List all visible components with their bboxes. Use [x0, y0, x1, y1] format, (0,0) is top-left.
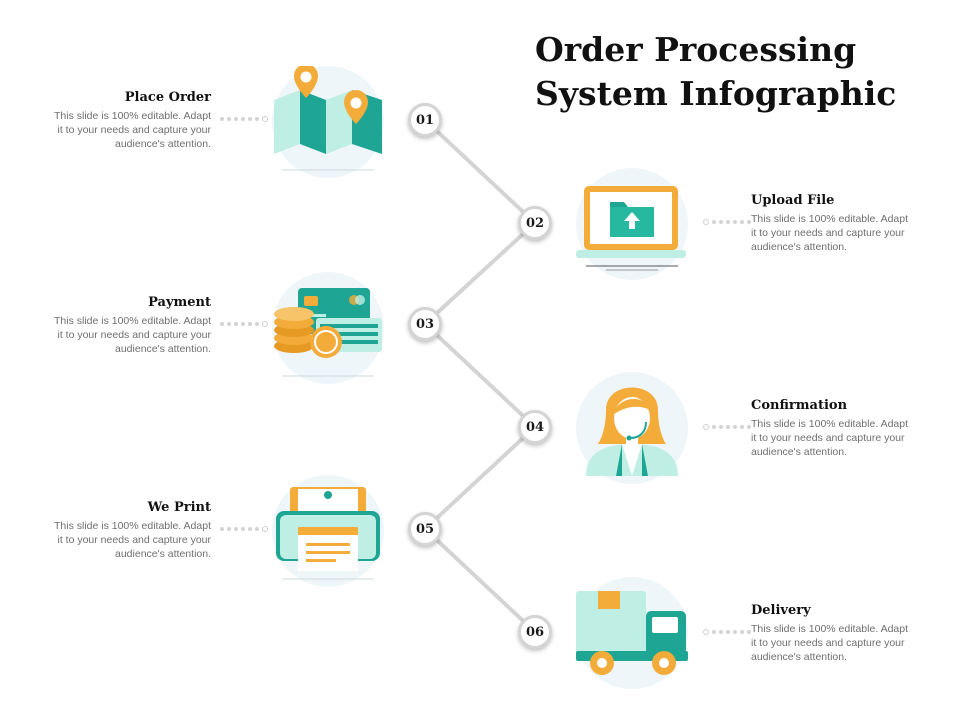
step-02-text: Upload File This slide is 100% editable.…: [751, 193, 916, 254]
step-05-icon: [272, 475, 384, 587]
step-badge-02: 02: [518, 206, 552, 240]
step-03-desc: This slide is 100% editable. Adapt it to…: [53, 315, 211, 355]
step-01-desc: This slide is 100% editable. Adapt it to…: [53, 110, 211, 150]
step-badge-05: 05: [408, 512, 442, 546]
step-05-title: We Print: [147, 500, 211, 515]
title-line-1: Order Processing: [535, 30, 857, 69]
payment-coins-icon: [274, 288, 382, 377]
page-title: Order Processing System Infographic: [535, 28, 935, 116]
step-06-desc: This slide is 100% editable. Adapt it to…: [751, 623, 909, 663]
delivery-truck-icon: [576, 591, 688, 675]
step-04-desc: This slide is 100% editable. Adapt it to…: [751, 418, 909, 458]
step-01-title: Place Order: [124, 90, 211, 105]
step-badge-03: 03: [408, 307, 442, 341]
step-03-text: Payment This slide is 100% editable. Ada…: [46, 295, 211, 356]
step-03-dots: [220, 321, 268, 327]
step-01-text: Place Order This slide is 100% editable.…: [46, 90, 211, 151]
step-06-title: Delivery: [751, 603, 811, 618]
step-05-desc: This slide is 100% editable. Adapt it to…: [53, 520, 211, 560]
step-01-dots: [220, 116, 268, 122]
step-01-icon: [272, 66, 384, 178]
step-05-text: We Print This slide is 100% editable. Ad…: [46, 500, 211, 561]
step-02-dots: [703, 219, 751, 225]
step-04-dots: [703, 424, 751, 430]
step-03-icon: [272, 272, 384, 384]
step-badge-06: 06: [518, 615, 552, 649]
support-agent-icon: [586, 387, 678, 476]
title-line-2: System Infographic: [535, 74, 897, 113]
step-06-dots: [703, 629, 751, 635]
step-badge-04: 04: [518, 410, 552, 444]
step-03-title: Payment: [148, 295, 211, 310]
step-04-text: Confirmation This slide is 100% editable…: [751, 398, 916, 459]
step-badge-01: 01: [408, 103, 442, 137]
step-02-icon: [576, 168, 688, 280]
step-06-icon: [576, 577, 688, 689]
step-06-text: Delivery This slide is 100% editable. Ad…: [751, 603, 916, 664]
map-pin-icon: [274, 66, 382, 171]
laptop-upload-icon: [576, 186, 686, 271]
step-04-icon: [576, 372, 688, 484]
step-02-desc: This slide is 100% editable. Adapt it to…: [751, 213, 909, 253]
step-05-dots: [220, 526, 268, 532]
step-04-title: Confirmation: [751, 398, 848, 413]
step-02-title: Upload File: [751, 193, 835, 208]
printer-icon: [276, 487, 380, 580]
